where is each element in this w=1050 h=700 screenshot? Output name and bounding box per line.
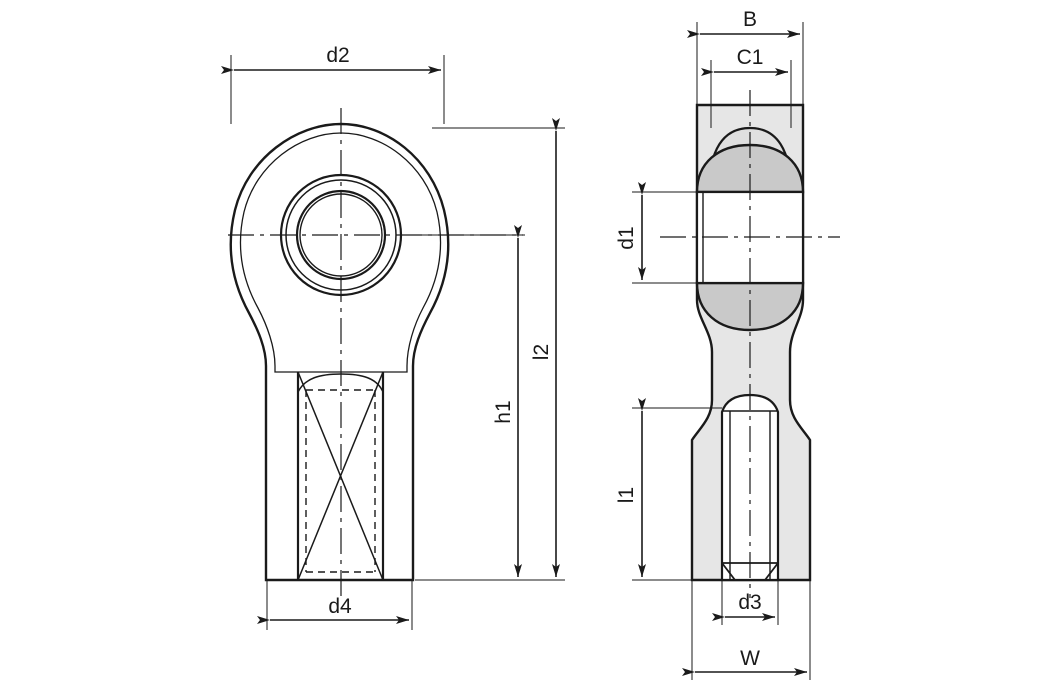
dimension-label-d4: d4: [328, 595, 352, 618]
dimension-d2: [221, 55, 445, 124]
dimension-label-d2: d2: [326, 44, 349, 67]
side-base-chamfer-right: [764, 562, 779, 581]
dimension-l1: [632, 398, 722, 581]
dimension-W: [682, 580, 811, 680]
dimension-label-l2: l2: [530, 344, 553, 360]
side-view: [660, 90, 840, 598]
dimension-label-W: W: [740, 647, 760, 670]
dimension-d4: [257, 580, 413, 630]
dimension-label-d1: d1: [615, 226, 638, 249]
front-view: [228, 108, 523, 598]
dimension-label-C1: C1: [737, 46, 764, 69]
dimension-B: [687, 22, 804, 105]
dimension-d1: [632, 182, 697, 284]
dimension-l2: [415, 118, 565, 581]
dimension-C1: [701, 60, 792, 128]
dimension-label-h1: h1: [492, 400, 515, 423]
front-head-inner-contour: [239, 132, 442, 373]
dimension-d3: [712, 580, 779, 625]
dimension-label-d3: d3: [738, 591, 761, 614]
side-base-chamfer-left: [721, 562, 736, 581]
dimension-label-l1: l1: [615, 487, 638, 503]
dimension-label-B: B: [743, 8, 757, 31]
